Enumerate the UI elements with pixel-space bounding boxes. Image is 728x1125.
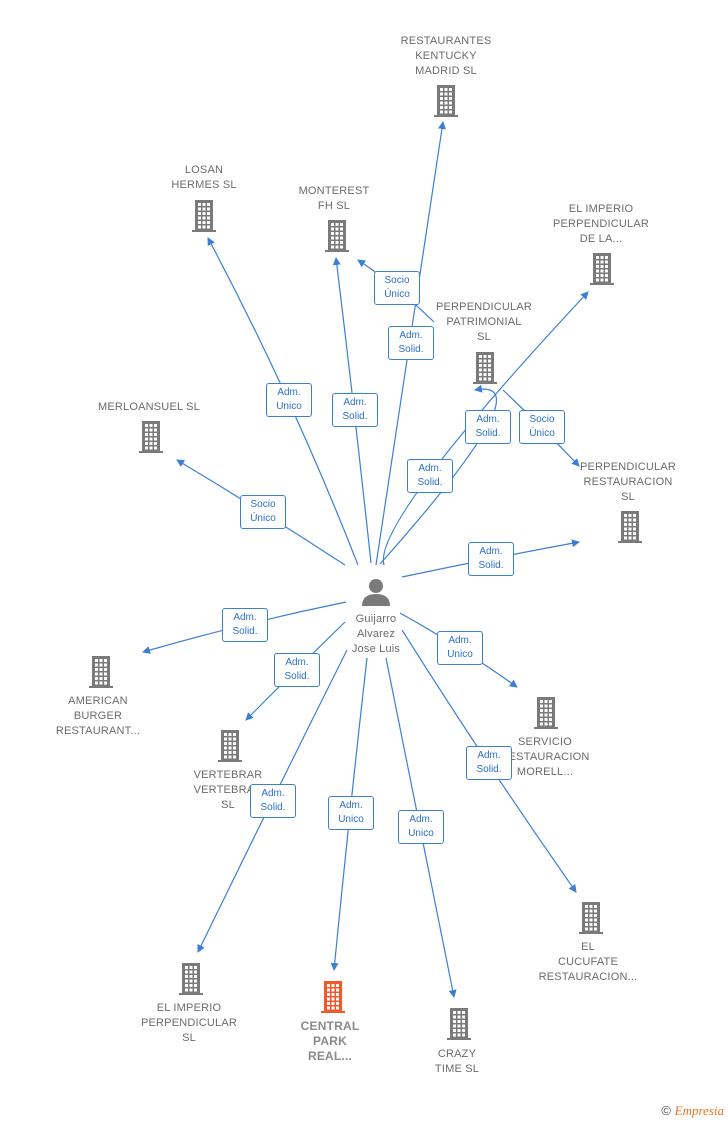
- edge-label: Adm. Unico: [328, 796, 374, 830]
- company-node-el-imperio-bottom[interactable]: EL IMPERIO PERPENDICULAR SL: [129, 1001, 249, 1046]
- edge-label: Adm. Solid.: [466, 746, 512, 780]
- building-icon[interactable]: [534, 697, 558, 729]
- person-name: Guijarro Alvarez Jose Luis: [351, 613, 401, 655]
- brand-logo: Empresia: [674, 1103, 724, 1118]
- company-node-perpendicular-patrimonial[interactable]: PERPENDICULAR PATRIMONIAL SL: [424, 300, 544, 345]
- building-icon[interactable]: [139, 421, 163, 453]
- building-icon[interactable]: [325, 220, 349, 252]
- edge-label: Socio Único: [374, 271, 420, 305]
- company-node-monterest[interactable]: MONTEREST FH SL: [274, 184, 394, 214]
- building-icon[interactable]: [192, 200, 216, 232]
- company-name: RESTAURANTES KENTUCKY MADRID SL: [400, 35, 492, 77]
- company-name: LOSAN HERMES SL: [171, 164, 237, 191]
- company-node-losan-hermes[interactable]: LOSAN HERMES SL: [144, 163, 264, 193]
- company-name: CRAZY TIME SL: [434, 1048, 480, 1075]
- company-name: MERLOANSUEL SL: [97, 401, 201, 413]
- company-name: MONTEREST FH SL: [298, 185, 370, 212]
- company-node-el-cucufate[interactable]: EL CUCUFATE RESTAURACION...: [528, 940, 648, 985]
- company-name: EL IMPERIO PERPENDICULAR SL: [140, 1002, 238, 1044]
- company-name: CENTRAL PARK REAL...: [300, 1019, 360, 1063]
- company-name: EL CUCUFATE RESTAURACION...: [538, 941, 638, 983]
- building-icon[interactable]: [618, 511, 642, 543]
- person-node[interactable]: Guijarro Alvarez Jose Luis: [326, 612, 426, 657]
- edge-label: Adm. Solid.: [222, 608, 268, 642]
- building-icon[interactable]: [321, 981, 345, 1013]
- company-node-perpendicular-restauracion[interactable]: PERPENDICULAR RESTAURACION SL: [568, 460, 688, 505]
- building-icon[interactable]: [473, 352, 497, 384]
- edge-label: Socio Único: [240, 495, 286, 529]
- building-icon[interactable]: [434, 85, 458, 117]
- company-node-vertebrar[interactable]: VERTEBRAR VERTEBRAR SL: [168, 768, 288, 813]
- edge-label: Adm. Unico: [266, 383, 312, 417]
- building-icon[interactable]: [218, 730, 242, 762]
- company-node-central-park[interactable]: CENTRAL PARK REAL...: [270, 1019, 390, 1064]
- edge-label: Adm. Solid.: [465, 410, 511, 444]
- edge-label: Adm. Solid.: [332, 393, 378, 427]
- building-icon[interactable]: [447, 1008, 471, 1040]
- building-icon[interactable]: [179, 963, 203, 995]
- company-node-servicio-restauracion[interactable]: SERVICIO RESTAURACION MORELL...: [485, 735, 605, 780]
- company-node-merloansuel[interactable]: MERLOANSUEL SL: [89, 400, 209, 415]
- edge-label: Adm. Unico: [437, 631, 483, 665]
- company-node-american-burger[interactable]: AMERICAN BURGER RESTAURANT...: [38, 694, 158, 739]
- company-name: EL IMPERIO PERPENDICULAR DE LA...: [552, 203, 650, 245]
- company-node-crazy-time[interactable]: CRAZY TIME SL: [397, 1047, 517, 1077]
- company-name: VERTEBRAR VERTEBRAR SL: [193, 769, 263, 811]
- building-icon[interactable]: [579, 902, 603, 934]
- company-name: PERPENDICULAR RESTAURACION SL: [579, 461, 677, 503]
- building-icon[interactable]: [89, 656, 113, 688]
- edge-label: Adm. Solid.: [468, 542, 514, 576]
- company-node-restaurantes-kentucky[interactable]: RESTAURANTES KENTUCKY MADRID SL: [386, 34, 506, 79]
- person-icon[interactable]: [362, 579, 390, 606]
- edge-label: Socio Único: [519, 410, 565, 444]
- edge-label: Adm. Solid.: [250, 784, 296, 818]
- company-name: PERPENDICULAR PATRIMONIAL SL: [435, 301, 533, 343]
- edge-label: Adm. Solid.: [388, 326, 434, 360]
- edge-label: Adm. Unico: [398, 810, 444, 844]
- company-name: SERVICIO RESTAURACION MORELL...: [500, 736, 590, 778]
- building-icon[interactable]: [590, 253, 614, 285]
- copyright: © Empresia: [661, 1103, 724, 1119]
- company-node-el-imperio-top[interactable]: EL IMPERIO PERPENDICULAR DE LA...: [541, 202, 661, 247]
- copyright-symbol: ©: [661, 1103, 672, 1118]
- edge-label: Adm. Solid.: [407, 459, 453, 493]
- edge-label: Adm. Solid.: [274, 653, 320, 687]
- company-name: AMERICAN BURGER RESTAURANT...: [55, 695, 141, 737]
